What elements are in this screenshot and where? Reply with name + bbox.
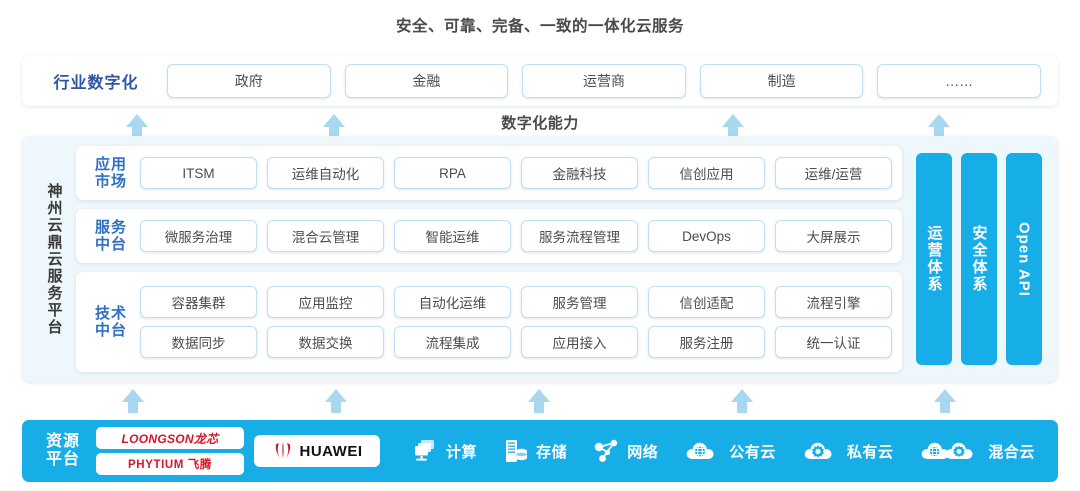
up-arrow-icon: [122, 389, 144, 413]
tier-chips: 微服务治理 混合云管理 智能运维 服务流程管理 DevOps 大屏展示: [140, 220, 892, 252]
private-cloud-icon: [804, 442, 832, 459]
vertical-bar-operations-system[interactable]: 运营体系: [916, 153, 952, 365]
chip-data-exchange[interactable]: 数据交换: [267, 326, 384, 358]
tier-label-line1: 服务: [94, 218, 127, 236]
hybrid-cloud-icon: [922, 442, 973, 459]
tier-label-line2: 中台: [94, 322, 127, 339]
resource-item-storage[interactable]: 存储: [503, 438, 567, 464]
industry-item-more[interactable]: ……: [877, 64, 1041, 98]
resource-item-network[interactable]: 网络: [593, 438, 658, 464]
phytium-logo: PHYTIUM 飞腾: [96, 453, 244, 475]
chip-ops-automation[interactable]: 运维自动化: [267, 157, 384, 189]
resource-item-label: 计算: [446, 443, 478, 461]
chip-container-cluster[interactable]: 容器集群: [140, 286, 257, 318]
up-arrow-icon: [325, 389, 347, 413]
tier-label-line2: 中台: [94, 236, 127, 253]
tier-label-line1: 应用: [94, 155, 127, 173]
chip-automated-ops[interactable]: 自动化运维: [394, 286, 511, 318]
platform-tiers: 应用 市场 ITSM 运维自动化 RPA 金融科技 信创应用 运维/运营 服务 …: [76, 144, 902, 374]
page-title: 安全、可靠、完备、一致的一体化云服务: [395, 18, 684, 35]
chip-process-integration[interactable]: 流程集成: [394, 326, 511, 358]
chip-rpa[interactable]: RPA: [394, 157, 511, 189]
huawei-logo: HUAWEI: [254, 435, 380, 467]
up-arrow-icon: [323, 114, 345, 138]
tier-label-technical-platform: 技术 中台: [82, 305, 140, 340]
tier-chips: ITSM 运维自动化 RPA 金融科技 信创应用 运维/运营: [140, 157, 892, 189]
chip-row: 容器集群 应用监控 自动化运维 服务管理 信创适配 流程引擎: [140, 286, 892, 318]
chip-application-access[interactable]: 应用接入: [521, 326, 638, 358]
cpu-vendor-logos: LOONGSON龙芯 PHYTIUM 飞腾: [96, 427, 244, 475]
up-arrow-icon: [528, 389, 550, 413]
industry-item-government[interactable]: 政府: [167, 64, 331, 98]
chip-fintech[interactable]: 金融科技: [521, 157, 638, 189]
resource-item-label: 存储: [536, 443, 568, 461]
chip-service-registration[interactable]: 服务注册: [648, 326, 765, 358]
chip-hybrid-cloud-management[interactable]: 混合云管理: [267, 220, 384, 252]
resource-item-public-cloud[interactable]: 公有云: [684, 438, 776, 464]
chip-data-sync[interactable]: 数据同步: [140, 326, 257, 358]
vertical-bars: 运营体系 安全体系 Open API: [902, 144, 1048, 374]
huawei-wordmark: HUAWEI: [299, 442, 363, 460]
up-arrow-icon: [934, 389, 956, 413]
tier-application-market: 应用 市场 ITSM 运维自动化 RPA 金融科技 信创应用 运维/运营: [76, 146, 902, 200]
public-cloud-icon: [686, 442, 714, 459]
compute-icon: [415, 440, 435, 461]
chip-devops[interactable]: DevOps: [648, 220, 765, 252]
storage-icon: [506, 440, 528, 462]
chip-process-engine[interactable]: 流程引擎: [775, 286, 892, 318]
tier-label-service-platform: 服务 中台: [82, 219, 140, 254]
resource-item-label: 网络: [627, 443, 659, 461]
chip-unified-authentication[interactable]: 统一认证: [775, 326, 892, 358]
chip-intelligent-ops[interactable]: 智能运维: [394, 220, 511, 252]
vertical-bar-open-api[interactable]: Open API: [1006, 153, 1042, 365]
chip-row: ITSM 运维自动化 RPA 金融科技 信创应用 运维/运营: [140, 157, 892, 189]
capability-label: 数字化能力: [501, 115, 579, 132]
tier-label-line1: 技术: [94, 304, 127, 322]
loongson-logo: LOONGSON龙芯: [96, 427, 244, 449]
industry-row-label: 行业数字化: [53, 75, 139, 92]
chip-ops-operations[interactable]: 运维/运营: [775, 157, 892, 189]
resource-item-private-cloud[interactable]: 私有云: [802, 438, 894, 464]
chip-service-process-management[interactable]: 服务流程管理: [521, 220, 638, 252]
chip-service-management[interactable]: 服务管理: [521, 286, 638, 318]
industry-item-operator[interactable]: 运营商: [522, 64, 686, 98]
chip-xinchuang-adaptation[interactable]: 信创适配: [648, 286, 765, 318]
resource-item-label: 私有云: [846, 443, 894, 461]
tier-technical-platform: 技术 中台 容器集群 应用监控 自动化运维 服务管理 信创适配 流程引擎 数据同…: [76, 272, 902, 372]
network-icon: [594, 439, 618, 462]
up-arrow-icon: [722, 114, 744, 138]
resource-item-compute[interactable]: 计算: [411, 438, 477, 464]
chip-row: 微服务治理 混合云管理 智能运维 服务流程管理 DevOps 大屏展示: [140, 220, 892, 252]
tier-label-application-market: 应用 市场: [82, 156, 140, 191]
industry-item-finance[interactable]: 金融: [344, 64, 509, 98]
up-arrow-icon: [928, 114, 950, 138]
resource-item-label: 混合云: [988, 443, 1035, 461]
resource-item-label: 公有云: [729, 443, 776, 461]
huawei-flower-icon: [275, 442, 290, 459]
resource-label-line1: 资源: [45, 432, 80, 450]
resource-label-line2: 平台: [45, 451, 80, 468]
up-arrow-icon: [126, 114, 148, 138]
resource-platform-label: 资源 平台: [30, 433, 96, 470]
chip-itsm[interactable]: ITSM: [140, 157, 257, 189]
resource-platform-bar: 资源 平台 LOONGSON龙芯 PHYTIUM 飞腾 HUAWEI 计算: [22, 420, 1058, 482]
chip-application-monitoring[interactable]: 应用监控: [267, 286, 384, 318]
vertical-bar-security-system[interactable]: 安全体系: [961, 153, 997, 365]
tier-service-platform: 服务 中台 微服务治理 混合云管理 智能运维 服务流程管理 DevOps 大屏展…: [76, 209, 902, 263]
resource-items: 计算 存储: [380, 438, 1048, 464]
industry-row: 行业数字化 政府 金融 运营商 制造 ……: [22, 56, 1058, 106]
chip-row: 数据同步 数据交换 流程集成 应用接入 服务注册 统一认证: [140, 326, 892, 358]
platform-name: 神州云鼎云服务平台: [45, 182, 63, 336]
chip-dashboard-display[interactable]: 大屏展示: [775, 220, 892, 252]
tier-label-line2: 市场: [94, 173, 127, 190]
up-arrow-icon: [731, 389, 753, 413]
chip-microservice-governance[interactable]: 微服务治理: [140, 220, 257, 252]
chip-xinchuang-app[interactable]: 信创应用: [648, 157, 765, 189]
resource-item-hybrid-cloud[interactable]: 混合云: [919, 438, 1035, 464]
tier-chips: 容器集群 应用监控 自动化运维 服务管理 信创适配 流程引擎 数据同步 数据交换…: [140, 286, 892, 358]
platform-container: 神州云鼎云服务平台 应用 市场 ITSM 运维自动化 RPA 金融科技 信创应用…: [22, 136, 1058, 382]
industry-item-manufacturing[interactable]: 制造: [699, 64, 864, 98]
